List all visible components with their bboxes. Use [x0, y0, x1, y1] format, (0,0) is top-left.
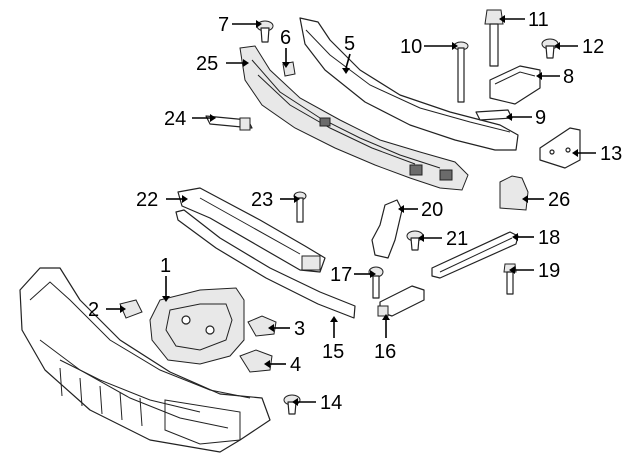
plate-9	[475, 109, 513, 121]
callout-7: 7	[218, 14, 229, 36]
cover-26	[499, 175, 529, 211]
callout-15: 15	[322, 341, 344, 363]
callout-6: 6	[280, 27, 291, 49]
bracket-20	[371, 199, 403, 259]
bracket-8	[489, 65, 541, 105]
callout-19: 19	[538, 260, 560, 282]
callout-14: 14	[320, 392, 342, 414]
fastener-12	[541, 38, 559, 59]
callout-11: 11	[528, 9, 549, 31]
callout-2: 2	[88, 299, 99, 321]
callout-1: 1	[160, 255, 171, 277]
bracket-panel-1	[149, 287, 245, 365]
callout-labels: 7 6 5 10 11 12 8 9 13 26 25 24 22 23 20 …	[88, 9, 622, 414]
fastener-21	[406, 230, 424, 251]
callout-24: 24	[164, 108, 186, 130]
rail-18	[431, 231, 519, 279]
callout-26: 26	[548, 189, 570, 211]
clip-2	[119, 299, 143, 319]
callout-16: 16	[374, 341, 396, 363]
clip-4	[239, 349, 273, 373]
callout-5: 5	[344, 33, 355, 55]
callout-9: 9	[535, 107, 546, 129]
callout-3: 3	[294, 318, 305, 340]
callout-12: 12	[582, 36, 604, 58]
callout-8: 8	[563, 66, 574, 88]
callout-10: 10	[400, 36, 422, 58]
callout-22: 22	[136, 189, 158, 211]
callout-18: 18	[538, 227, 560, 249]
reinforcement-beam	[299, 17, 519, 151]
bracket-13	[539, 127, 581, 169]
callout-21: 21	[446, 228, 468, 250]
energy-absorber-beam	[239, 45, 469, 191]
callout-20: 20	[421, 199, 443, 221]
bumper-cover	[19, 267, 271, 453]
lower-trim-15	[175, 209, 356, 319]
support-strip-22	[177, 187, 326, 273]
arrowheads	[120, 15, 578, 406]
callout-25: 25	[196, 53, 218, 75]
callout-4: 4	[290, 354, 301, 376]
leader-lines	[106, 18, 596, 403]
callout-13: 13	[600, 143, 622, 165]
callout-23: 23	[251, 189, 273, 211]
bolt-11	[484, 9, 504, 67]
bolt-10	[453, 41, 469, 103]
sensor-16	[377, 285, 425, 317]
callout-17: 17	[330, 264, 352, 286]
bracket-24	[205, 115, 253, 131]
